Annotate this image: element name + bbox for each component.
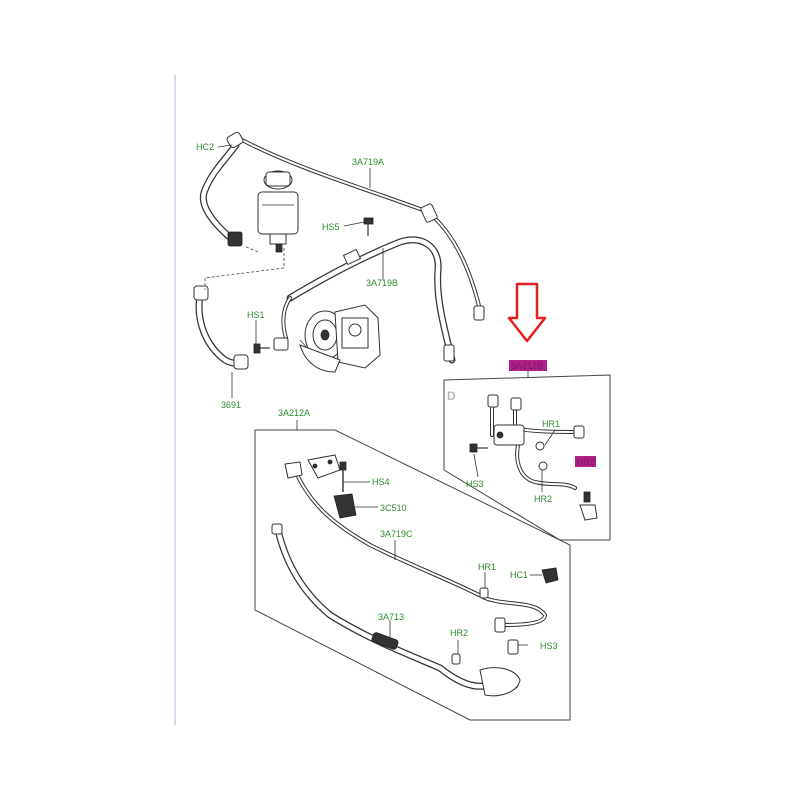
label-hs5: HS5: [322, 222, 340, 232]
detail-tag: D: [447, 389, 456, 403]
label-3c510: 3C510: [380, 503, 407, 513]
label-hr1-detail: HR1: [542, 419, 560, 429]
label-hs3-lower: HS3: [540, 641, 558, 651]
label-hc1: HC1: [510, 570, 528, 580]
bolt-hs1: [253, 337, 289, 354]
label-hr2-detail: HR2: [534, 494, 552, 504]
label-hr1-lower: HR1: [478, 562, 496, 572]
highlight-label-side: HR2: [577, 457, 595, 467]
detail-box: [443, 370, 611, 541]
label-hs3-detail: HS3: [466, 479, 484, 489]
upper-assembly: [193, 131, 485, 373]
label-hs4: HS4: [372, 477, 390, 487]
steering-pump: [299, 304, 381, 373]
highlight-box-top: [509, 360, 547, 371]
label-3a212a: 3A212A: [278, 408, 310, 418]
label-3a713: 3A713: [378, 612, 404, 622]
highlight-box-side: [575, 456, 596, 467]
label-3a719b: 3A719B: [366, 278, 398, 288]
label-3a719a: 3A719A: [352, 157, 384, 167]
lower-assembly: [254, 420, 571, 721]
fluid-reservoir: [257, 170, 299, 253]
label-hr2-lower: HR2: [450, 628, 468, 638]
label-3691: 3691: [221, 400, 241, 410]
label-hc2: HC2: [196, 142, 214, 152]
label-3a719c: 3A719C: [380, 529, 413, 539]
highlight-label-top: 3A212B: [511, 361, 543, 371]
label-hs1: HS1: [247, 310, 265, 320]
bolt-hs5: [363, 217, 374, 236]
red-arrow: [507, 282, 547, 343]
